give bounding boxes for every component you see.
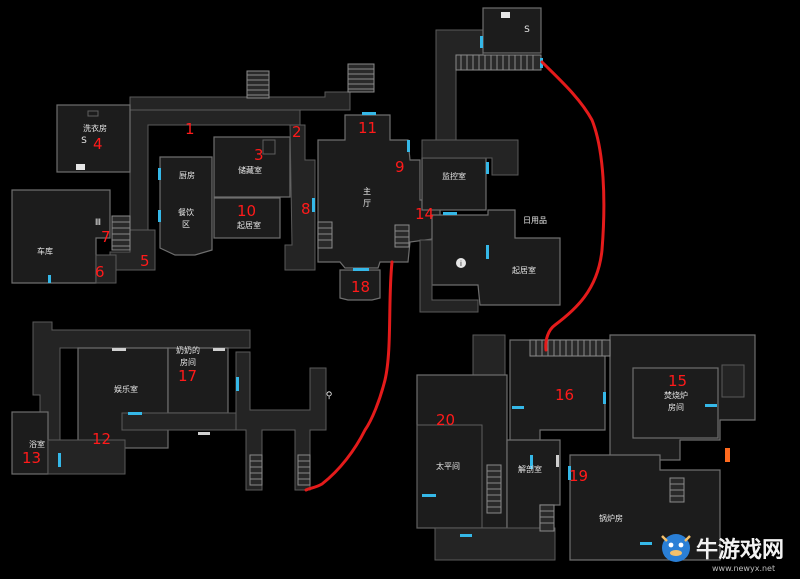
corridor-1	[129, 91, 351, 111]
marker-5: 5	[140, 252, 150, 270]
marker-9: 9	[395, 158, 405, 176]
marker-11: 11	[358, 119, 377, 137]
item-marker-icon: ⚲	[326, 391, 333, 401]
room-grandma	[167, 347, 229, 414]
label-storage: 储藏室	[238, 165, 262, 175]
label-garage: 车库	[37, 246, 53, 256]
label-morgue: 太平间	[436, 461, 460, 471]
marker-13: 13	[22, 449, 41, 467]
label-incinerator-2: 房间	[668, 402, 684, 412]
routes	[304, 60, 606, 492]
marker-10: 10	[237, 202, 256, 220]
room-labels: 洗衣房 厨房 储藏室 餐饮 区 起居室 主 厅 监控室 日用品 起居室 车库 娱…	[29, 123, 688, 523]
tape-recorder-icon	[76, 164, 85, 170]
marker-18: 18	[351, 278, 370, 296]
key-item-icon	[456, 258, 466, 268]
cow-mascot-icon	[662, 534, 690, 562]
stairs-lower-left	[249, 454, 311, 486]
marker-19: 19	[569, 467, 588, 485]
room-storage	[213, 136, 291, 198]
watermark-brand: 牛游戏网	[696, 537, 784, 563]
watermark-logo: 牛游戏网 www.newyx.net	[661, 534, 784, 573]
label-bathroom: 浴室	[29, 439, 45, 449]
lower-right-wing	[416, 334, 756, 561]
stairs-lower-right	[486, 339, 685, 532]
save-icon: S	[81, 136, 87, 146]
upper-wing	[11, 7, 561, 313]
marker-14: 14	[415, 205, 434, 223]
route-lower	[304, 260, 394, 492]
marker-16: 16	[555, 386, 574, 404]
marker-6: 6	[95, 263, 105, 281]
watermark-url: www.newyx.net	[712, 564, 775, 573]
marker-12: 12	[92, 430, 111, 448]
label-daily-goods: 日用品	[523, 216, 547, 225]
corridor-north	[435, 29, 484, 141]
room-living-right	[431, 209, 561, 306]
room-18	[339, 269, 381, 301]
label-main-hall-1: 主	[363, 186, 371, 196]
label-grandma-1: 奶奶的	[176, 345, 200, 355]
doors	[48, 36, 730, 557]
label-incinerator-1: 焚烧炉	[664, 390, 688, 400]
marker-3: 3	[254, 146, 264, 164]
marker-2: 2	[292, 123, 302, 141]
stairs-upper	[111, 54, 542, 251]
tape-recorder-icon	[501, 12, 510, 18]
room-save-top	[482, 7, 542, 54]
label-dining-2: 区	[182, 220, 190, 229]
room-kitchen-dining	[159, 156, 213, 256]
label-laundry: 洗衣房	[83, 123, 107, 133]
label-main-hall-2: 厅	[363, 199, 371, 208]
room-bathroom	[11, 411, 49, 475]
label-grandma-2: 房间	[180, 357, 196, 367]
label-dining-1: 餐饮	[178, 207, 194, 217]
marker-1: 1	[185, 120, 195, 138]
room-monitor	[421, 157, 487, 211]
marker-7: 7	[101, 228, 111, 246]
icons: S S i Ⅲ ⚲	[76, 12, 530, 401]
gate-icon: Ⅲ	[95, 218, 101, 228]
room-laundry	[56, 104, 131, 173]
label-rec-room: 娱乐室	[114, 384, 138, 394]
save-icon: S	[524, 25, 530, 35]
label-autopsy: 解剖室	[518, 464, 542, 474]
label-living-upper: 起居室	[237, 220, 261, 230]
label-monitor: 监控室	[442, 171, 466, 181]
label-boiler: 锅炉房	[599, 513, 623, 523]
label-kitchen: 厨房	[179, 170, 195, 180]
marker-8: 8	[301, 200, 311, 218]
marker-4: 4	[93, 135, 103, 153]
corridor-2	[284, 124, 316, 271]
marker-17: 17	[178, 367, 197, 385]
marker-20: 20	[436, 411, 455, 429]
markers: 1 2 3 4 5 6 7 8 9 10 11 12 13 14 15 16 1…	[22, 119, 687, 485]
label-living-right: 起居室	[512, 265, 536, 275]
room-15	[632, 367, 719, 439]
route-upper	[540, 60, 606, 352]
room-garage	[11, 189, 111, 284]
marker-15: 15	[668, 372, 687, 390]
room-living-upper	[213, 197, 281, 239]
key-item-glyph: i	[460, 260, 462, 268]
